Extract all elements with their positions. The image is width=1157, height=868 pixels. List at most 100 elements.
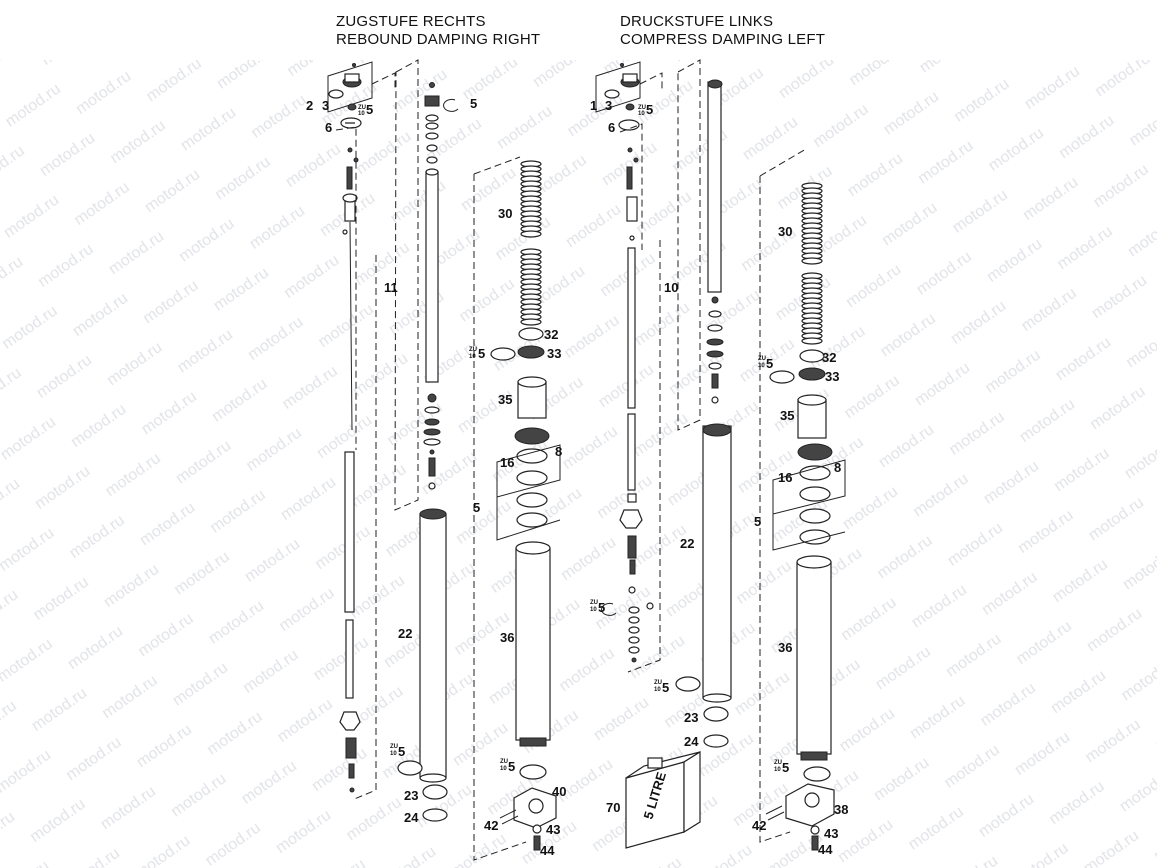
washer-43	[532, 824, 542, 834]
mark-zu-2: ZU	[469, 347, 477, 353]
header-compress-line2: COMPRESS DAMPING LEFT	[620, 31, 826, 48]
label-42: 42	[484, 818, 498, 833]
label-8: 8	[555, 444, 562, 459]
mark-zu-3: ZU	[390, 744, 398, 750]
label-5: 5	[366, 102, 373, 117]
label-5c: 5	[478, 346, 485, 361]
label-r5e: 5	[662, 680, 669, 695]
spring-guide	[473, 156, 527, 861]
label-r22: 22	[680, 536, 694, 551]
part-labels: 2 3 ZU 10 5 6 11 5 30 32 ZU 10 5 33 3 5 8…	[306, 96, 848, 858]
seal-part	[397, 760, 423, 776]
label-16: 16	[500, 455, 514, 470]
mark-zu-r3: ZU	[590, 600, 598, 606]
label-r6: 6	[608, 120, 615, 135]
spacer-35	[517, 381, 547, 419]
mark-10-2: 10	[469, 354, 476, 360]
axle-clamp-40	[513, 787, 557, 829]
ring-32	[518, 327, 544, 341]
watermark-layer	[0, 60, 1157, 868]
ring-40-top	[519, 764, 547, 780]
label-r1: 1	[590, 98, 597, 113]
label-33: 33	[547, 346, 561, 361]
ring-16	[516, 448, 548, 464]
label-5d: 5	[473, 500, 480, 515]
label-r43: 43	[824, 826, 838, 841]
mark-10-r4: 10	[654, 687, 661, 693]
spring-coil	[520, 230, 542, 238]
clip-part-6	[340, 117, 362, 129]
guide-line-11	[335, 126, 377, 801]
label-22: 22	[398, 626, 412, 641]
mark-zu-r5: ZU	[774, 760, 782, 766]
label-6: 6	[325, 120, 332, 135]
label-r5c: 5	[754, 514, 761, 529]
circlip-5	[601, 602, 617, 616]
mark-10-r1: 10	[638, 111, 645, 117]
ring-16b	[516, 470, 548, 486]
label-30: 30	[498, 206, 512, 221]
axle-clamp-38	[785, 783, 835, 827]
label-r44: 44	[818, 842, 833, 857]
guide-line-10	[619, 123, 661, 673]
label-5e: 5	[398, 744, 405, 759]
cap-group-box	[327, 61, 373, 113]
header-rebound-line1: ZUGSTUFE RECHTS	[336, 13, 486, 30]
damper-rod-right	[619, 147, 643, 594]
label-r16: 16	[778, 470, 792, 485]
label-r32: 32	[822, 350, 836, 365]
label-36: 36	[500, 630, 514, 645]
washer-part	[347, 103, 357, 111]
damper-rod-left	[339, 147, 361, 793]
spring-30-r	[801, 182, 823, 345]
spring-coil	[801, 257, 823, 265]
ring-5e	[516, 512, 548, 528]
spring-30	[520, 160, 542, 326]
label-r10: 10	[664, 280, 678, 295]
label-2: 2	[306, 98, 313, 113]
bushing-23	[422, 784, 448, 800]
washer-24	[422, 808, 448, 822]
cap-group-box-r	[595, 61, 641, 113]
label-11: 11	[384, 280, 398, 295]
mark-10-r5: 10	[774, 767, 781, 773]
seal-ring	[328, 89, 344, 99]
label-r24: 24	[684, 734, 699, 749]
mark-zu-4: ZU	[500, 759, 508, 765]
label-r5d: 5	[598, 600, 605, 615]
mark-zu-r2: ZU	[758, 356, 766, 362]
mark-10-3: 10	[390, 751, 397, 757]
label-r38: 38	[834, 802, 848, 817]
label-r5b: 5	[766, 356, 773, 371]
label-32: 32	[544, 327, 558, 342]
label-r3: 3	[605, 98, 612, 113]
spring-coil	[520, 318, 542, 326]
mark-10: 10	[358, 111, 365, 117]
header-compress-line1: DRUCKSTUFE LINKS	[620, 13, 774, 30]
bracket-5	[496, 483, 561, 541]
compress-assembly: 5 LITRE	[595, 59, 846, 851]
outer-tube-22-r	[702, 423, 732, 703]
label-r8: 8	[834, 460, 841, 475]
label-r23: 23	[684, 710, 698, 725]
label-r70: 70	[606, 800, 620, 815]
mark-zu-r4: ZU	[654, 680, 662, 686]
mark-10-r3: 10	[590, 607, 597, 613]
header-compress-left: DRUCKSTUFE LINKS COMPRESS DAMPING LEFT	[620, 13, 825, 49]
label-40: 40	[552, 784, 566, 799]
mark-zu-r1: ZU	[638, 105, 646, 111]
header-rebound-right: ZUGSTUFE RECHTS REBOUND DAMPING RIGHT	[336, 13, 540, 49]
cartridge-box-10	[677, 59, 701, 431]
label-3: 3	[322, 98, 329, 113]
label-5f: 5	[508, 759, 515, 774]
inner-tube-36-r	[796, 555, 832, 761]
ring-5d	[516, 492, 548, 508]
label-r42: 42	[752, 818, 766, 833]
cartridge-box-11	[394, 59, 419, 511]
label-23: 23	[404, 788, 418, 803]
label-r33: 33	[825, 369, 839, 384]
spring-coil	[801, 337, 823, 345]
oil-bottle-70: 5 LITRE	[625, 750, 701, 849]
label-24: 24	[404, 810, 419, 825]
